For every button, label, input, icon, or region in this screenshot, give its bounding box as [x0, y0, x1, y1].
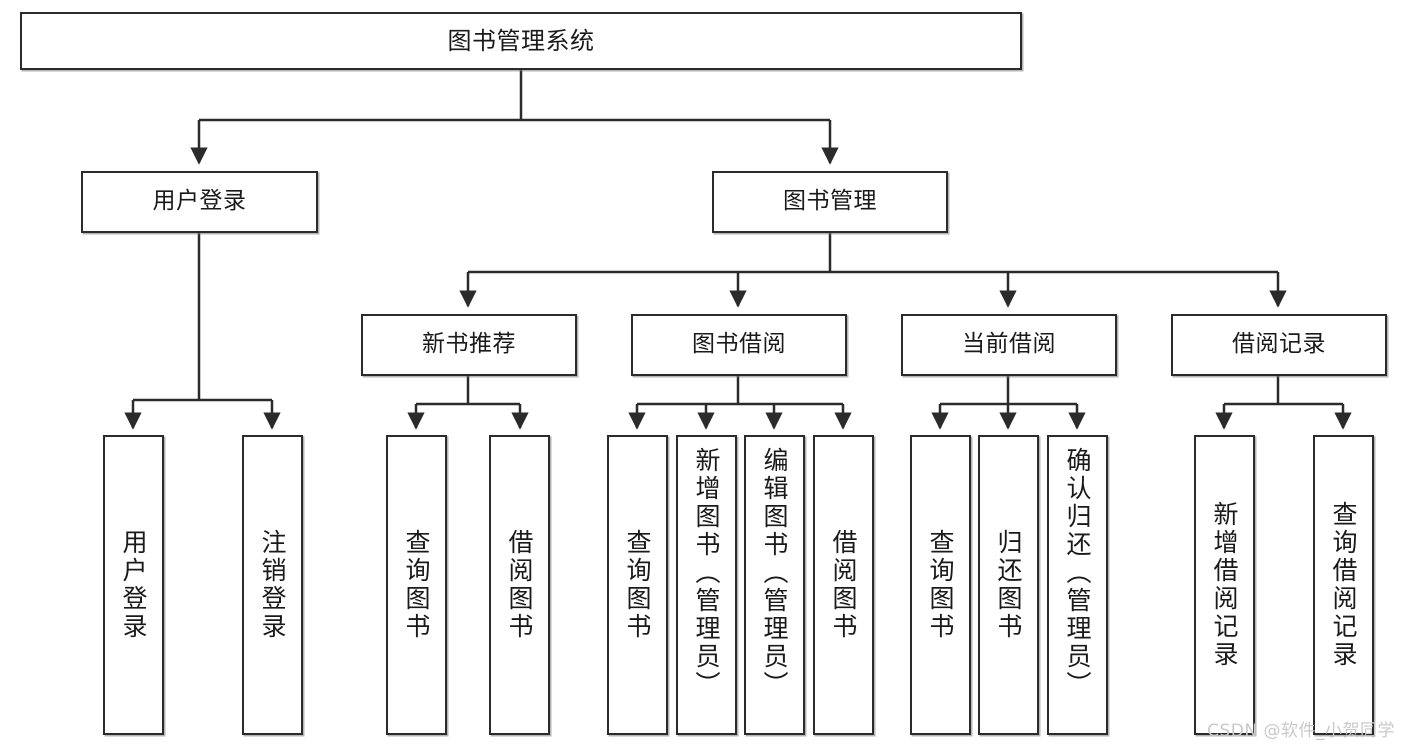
watermark-text: CSDN @软件_小贺同学: [1207, 721, 1395, 741]
node-label: 用户登录: [152, 188, 247, 215]
node-label: 图书管理: [783, 188, 877, 215]
node-label: 用户登录: [119, 529, 148, 641]
leaf-user-login[interactable]: 用户登录: [103, 435, 164, 735]
leaf-logout[interactable]: 注销登录: [242, 435, 303, 735]
node-label: 查询借阅记录: [1329, 501, 1358, 669]
node-label: 当前借阅: [962, 331, 1056, 358]
node-borrow-record[interactable]: 借阅记录: [1171, 314, 1387, 376]
node-label: 查询图书: [926, 529, 955, 641]
leaf-record-add-record[interactable]: 新增借阅记录: [1194, 435, 1255, 735]
leaf-recommend-query-book[interactable]: 查询图书: [386, 435, 447, 735]
leaf-borrow-borrow-book[interactable]: 借阅图书: [813, 435, 874, 735]
leaf-current-confirm-return[interactable]: 确认归还（管理员）: [1047, 435, 1108, 735]
leaf-recommend-borrow-book[interactable]: 借阅图书: [489, 435, 550, 735]
leaf-current-query-book[interactable]: 查询图书: [910, 435, 971, 735]
node-label: 新增图书（管理员）: [692, 447, 721, 699]
node-label: 借阅图书: [505, 529, 534, 641]
node-label: 查询图书: [623, 529, 652, 641]
node-current-borrow[interactable]: 当前借阅: [901, 314, 1117, 376]
leaf-borrow-edit-book[interactable]: 编辑图书（管理员）: [744, 435, 805, 735]
node-label: 借阅图书: [829, 529, 858, 641]
leaf-borrow-query-book[interactable]: 查询图书: [607, 435, 668, 735]
node-book-borrow[interactable]: 图书借阅: [631, 314, 847, 376]
node-label: 编辑图书（管理员）: [760, 447, 789, 699]
node-label: 确认归还（管理员）: [1063, 447, 1092, 699]
node-label: 图书借阅: [692, 331, 786, 358]
node-label: 查询图书: [402, 529, 431, 641]
node-label: 图书管理系统: [447, 26, 595, 55]
node-label: 归还图书: [994, 529, 1023, 641]
leaf-record-query-record[interactable]: 查询借阅记录: [1313, 435, 1374, 735]
leaf-current-return-book[interactable]: 归还图书: [978, 435, 1039, 735]
node-user-login[interactable]: 用户登录: [81, 171, 318, 233]
node-label: 注销登录: [258, 529, 287, 641]
node-book-management[interactable]: 图书管理: [712, 171, 948, 233]
node-label: 新书推荐: [422, 331, 516, 358]
node-label: 借阅记录: [1232, 331, 1326, 358]
leaf-borrow-add-book[interactable]: 新增图书（管理员）: [676, 435, 737, 735]
node-root-system[interactable]: 图书管理系统: [20, 12, 1022, 70]
node-label: 新增借阅记录: [1210, 501, 1239, 669]
node-new-book-recommend[interactable]: 新书推荐: [361, 314, 577, 376]
